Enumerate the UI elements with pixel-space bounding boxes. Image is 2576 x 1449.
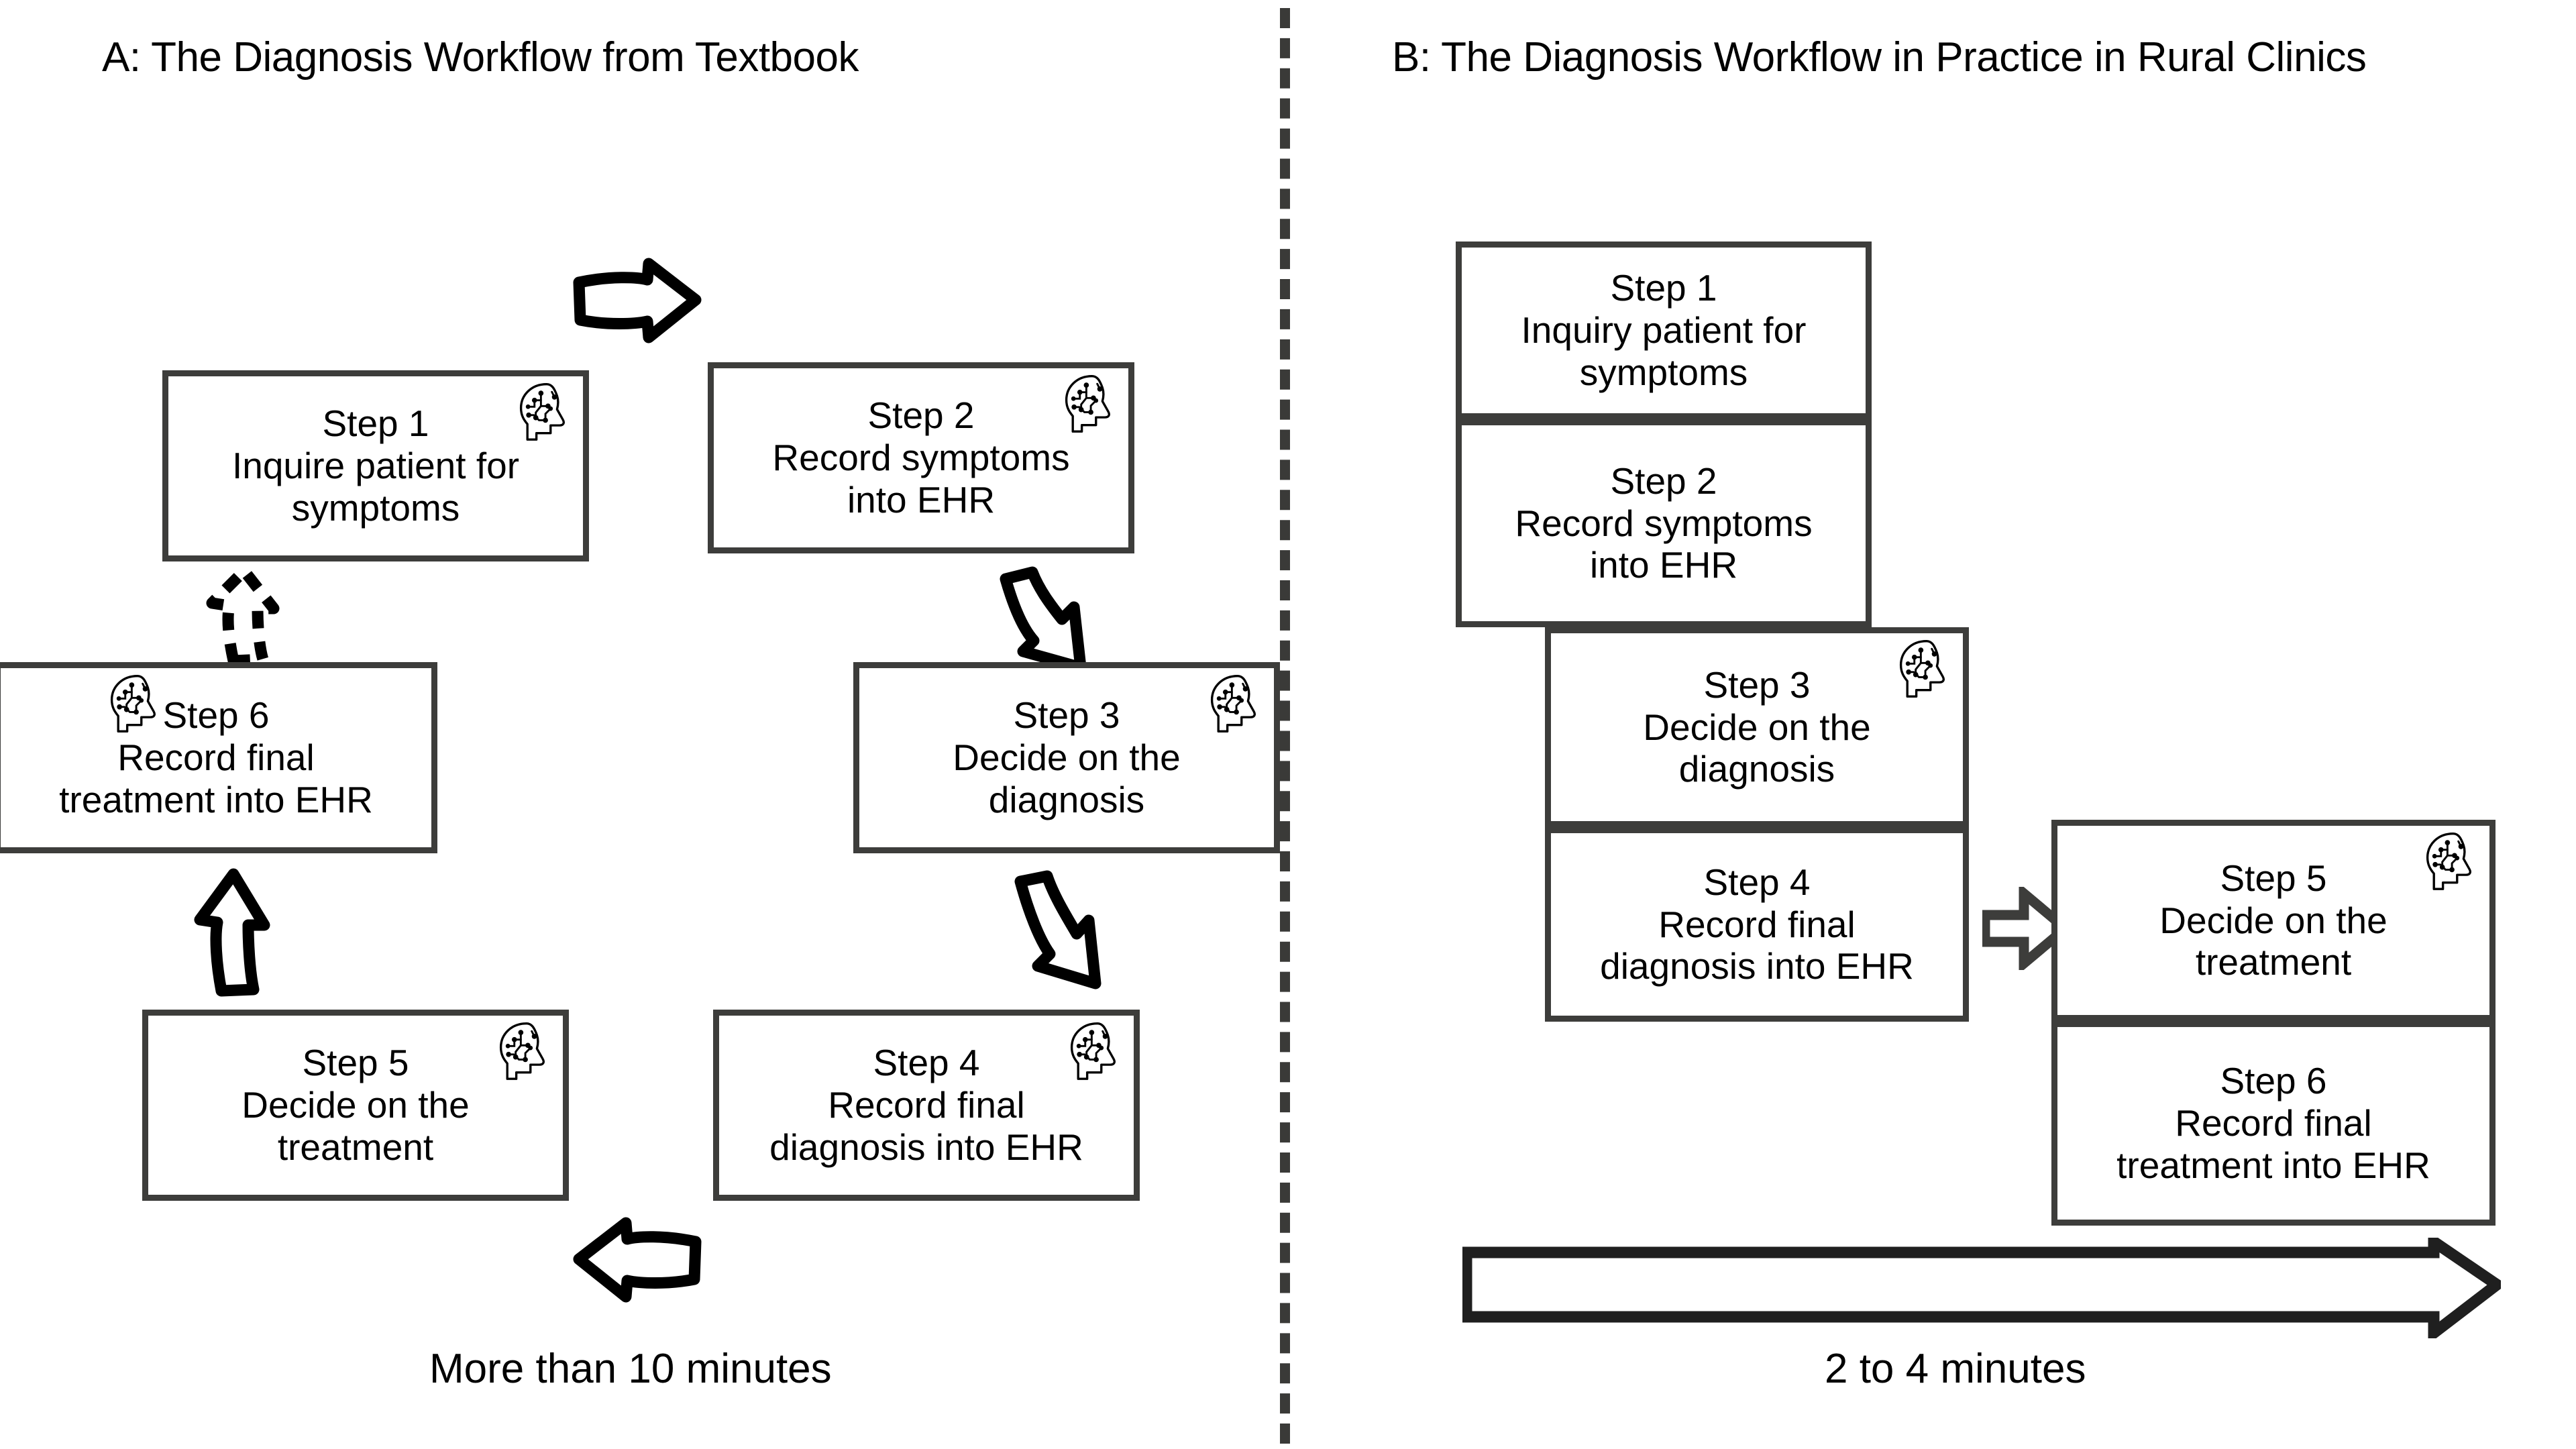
panel-a-step-5-box[interactable]: Step 5 Decide on the treatment <box>142 1010 569 1201</box>
ai-head-icon <box>105 671 170 735</box>
panel-b-title: B: The Diagnosis Workflow in Practice in… <box>1392 34 2367 80</box>
panel-a-step-2-box[interactable]: Step 2 Record symptoms into EHR <box>708 362 1134 553</box>
step-line-2: diagnosis <box>988 778 1145 820</box>
panel-a-step-3-box[interactable]: Step 3 Decide on the diagnosis <box>853 662 1280 853</box>
step-number: Step 5 <box>2220 857 2327 899</box>
step-number: Step 2 <box>867 394 975 437</box>
ai-head-icon <box>2421 828 2485 893</box>
panel-b-step-2-box[interactable]: Step 2 Record symptoms into EHR <box>1456 419 1872 627</box>
step-line-2: treatment into EHR <box>59 778 373 820</box>
step-line-1: Record final <box>117 737 315 779</box>
panel-b-step-3-box[interactable]: Step 3 Decide on the diagnosis <box>1545 627 1969 827</box>
arrow-step3-to-step4 <box>1010 870 1110 1000</box>
step-line-1: Inquire patient for <box>231 445 520 487</box>
step-number: Step 3 <box>1703 663 1811 706</box>
arrow-step1-to-step2 <box>573 258 702 345</box>
step-number: Step 2 <box>1610 460 1717 502</box>
step-number: Step 1 <box>322 402 429 445</box>
step-line-1: Inquiry patient for <box>1521 309 1807 352</box>
step-number: Step 6 <box>162 694 270 737</box>
panel-b-duration-caption: 2 to 4 minutes <box>1825 1346 2086 1392</box>
panel-a-step-4-box[interactable]: Step 4 Record final diagnosis into EHR <box>713 1010 1140 1201</box>
ai-head-icon <box>1205 671 1270 735</box>
step-line-2: symptoms <box>291 486 460 529</box>
step-number: Step 5 <box>302 1042 409 1084</box>
ai-head-icon <box>1065 1018 1130 1083</box>
step-number: Step 4 <box>1703 861 1811 903</box>
panel-a-step-1-box[interactable]: Step 1 Inquire patient for symptoms <box>162 370 589 561</box>
panel-b-step-6-box[interactable]: Step 6 Record final treatment into EHR <box>2051 1021 2496 1226</box>
step-line-1: Decide on the <box>241 1084 470 1126</box>
panel-a-duration-caption: More than 10 minutes <box>429 1346 832 1392</box>
step-line-1: Record final <box>2175 1102 2372 1144</box>
step-number: Step 1 <box>1610 267 1717 309</box>
arrow-step4-to-step5 <box>1982 887 2068 970</box>
panel-b-step-5-box[interactable]: Step 5 Decide on the treatment <box>2051 820 2496 1021</box>
step-line-1: Record final <box>1658 903 1856 945</box>
panel-a-title: A: The Diagnosis Workflow from Textbook <box>102 34 859 80</box>
step-line-2: diagnosis <box>1678 748 1835 790</box>
step-line-2: diagnosis into EHR <box>1600 945 1914 987</box>
step-line-1: Record final <box>828 1084 1025 1126</box>
step-number: Step 4 <box>873 1042 980 1084</box>
step-line-1: Record symptoms <box>1515 502 1813 544</box>
panel-divider <box>1280 8 1290 1444</box>
step-line-1: Record symptoms <box>772 437 1070 479</box>
arrow-step4-to-step5 <box>573 1217 702 1305</box>
ai-head-icon <box>1894 636 1959 700</box>
panel-b-step-1-box[interactable]: Step 1 Inquiry patient for symptoms <box>1456 241 1872 419</box>
arrow-step5-to-step6 <box>181 868 275 997</box>
step-line-1: Decide on the <box>2159 899 2387 941</box>
panel-a-step-6-box[interactable]: Step 6 Record final treatment into EHR <box>0 662 437 853</box>
step-line-2: into EHR <box>1589 544 1738 586</box>
step-line-2: treatment into EHR <box>2116 1144 2430 1186</box>
step-line-2: treatment <box>2195 941 2352 983</box>
step-line-2: treatment <box>277 1126 434 1168</box>
step-number: Step 6 <box>2220 1060 2327 1102</box>
panel-b-step-4-box[interactable]: Step 4 Record final diagnosis into EHR <box>1545 827 1969 1022</box>
ai-head-icon <box>494 1018 559 1083</box>
arrow-step6-to-step1-dashed <box>195 565 292 667</box>
step-line-1: Decide on the <box>1643 706 1871 748</box>
step-line-2: symptoms <box>1579 351 1748 393</box>
timeline-arrow <box>1462 1238 2501 1338</box>
ai-head-icon <box>515 379 579 443</box>
ai-head-icon <box>1060 371 1124 435</box>
step-line-2: diagnosis into EHR <box>769 1126 1083 1168</box>
step-number: Step 3 <box>1013 694 1120 737</box>
step-line-2: into EHR <box>847 478 996 521</box>
step-line-1: Decide on the <box>953 737 1181 779</box>
